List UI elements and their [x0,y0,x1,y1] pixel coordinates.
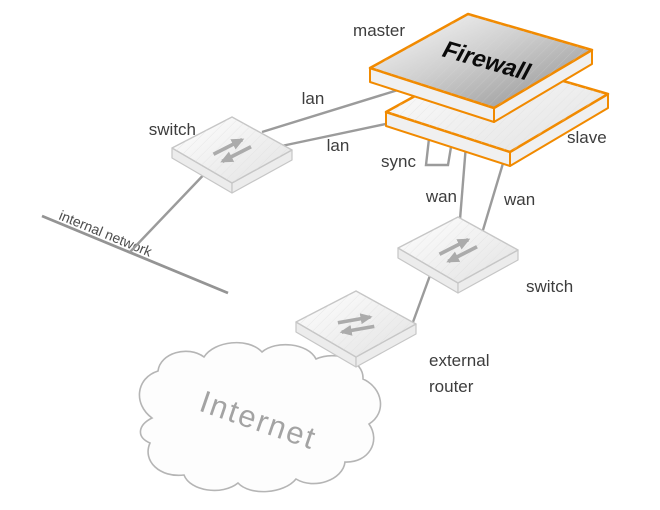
link-switch-to-router [411,269,434,323]
internal-network: internal network [41,207,229,295]
firewall-master-texture [370,14,592,108]
external-switch [397,216,519,294]
external-router-label-line1: external [429,351,489,370]
switch-arrow-right [438,237,471,256]
switch-arrow-right [212,137,245,156]
wan-left-label: wan [425,187,457,206]
switch-arrows-icon [212,137,252,164]
external-switch-texture [398,217,518,283]
internal-switch-label: switch [149,120,196,139]
external-router-texture [296,291,416,357]
internal-switch-texture [172,117,292,183]
master-label: master [353,21,405,40]
router-arrow-right [337,313,373,325]
lan-upper-label: lan [302,89,325,108]
firewall-master: Firewall [368,12,594,123]
router-arrows-icon [337,313,375,336]
sync-label: sync [381,152,416,171]
external-router [295,290,417,368]
external-router-label-line2: router [429,377,474,396]
slave-label: slave [567,128,607,147]
internet-cloud [138,341,382,493]
lan-upper-line [261,88,399,134]
labels: master slave switch lan lan sync wan wan… [149,21,607,396]
wan-right-label: wan [503,190,535,209]
internet: Internet [138,341,382,493]
switch-arrow-left [446,245,478,264]
link-switch-to-internal-network [129,165,213,253]
internal-network-label: internal network [57,207,155,260]
internal-switch [171,116,293,194]
switch-arrows-icon [438,237,478,264]
lan-lower-label: lan [327,136,350,155]
external-switch-label: switch [526,277,573,296]
router-arrow-left [339,324,375,336]
internal-network-line [41,214,229,295]
switch-arrow-left [220,145,252,164]
